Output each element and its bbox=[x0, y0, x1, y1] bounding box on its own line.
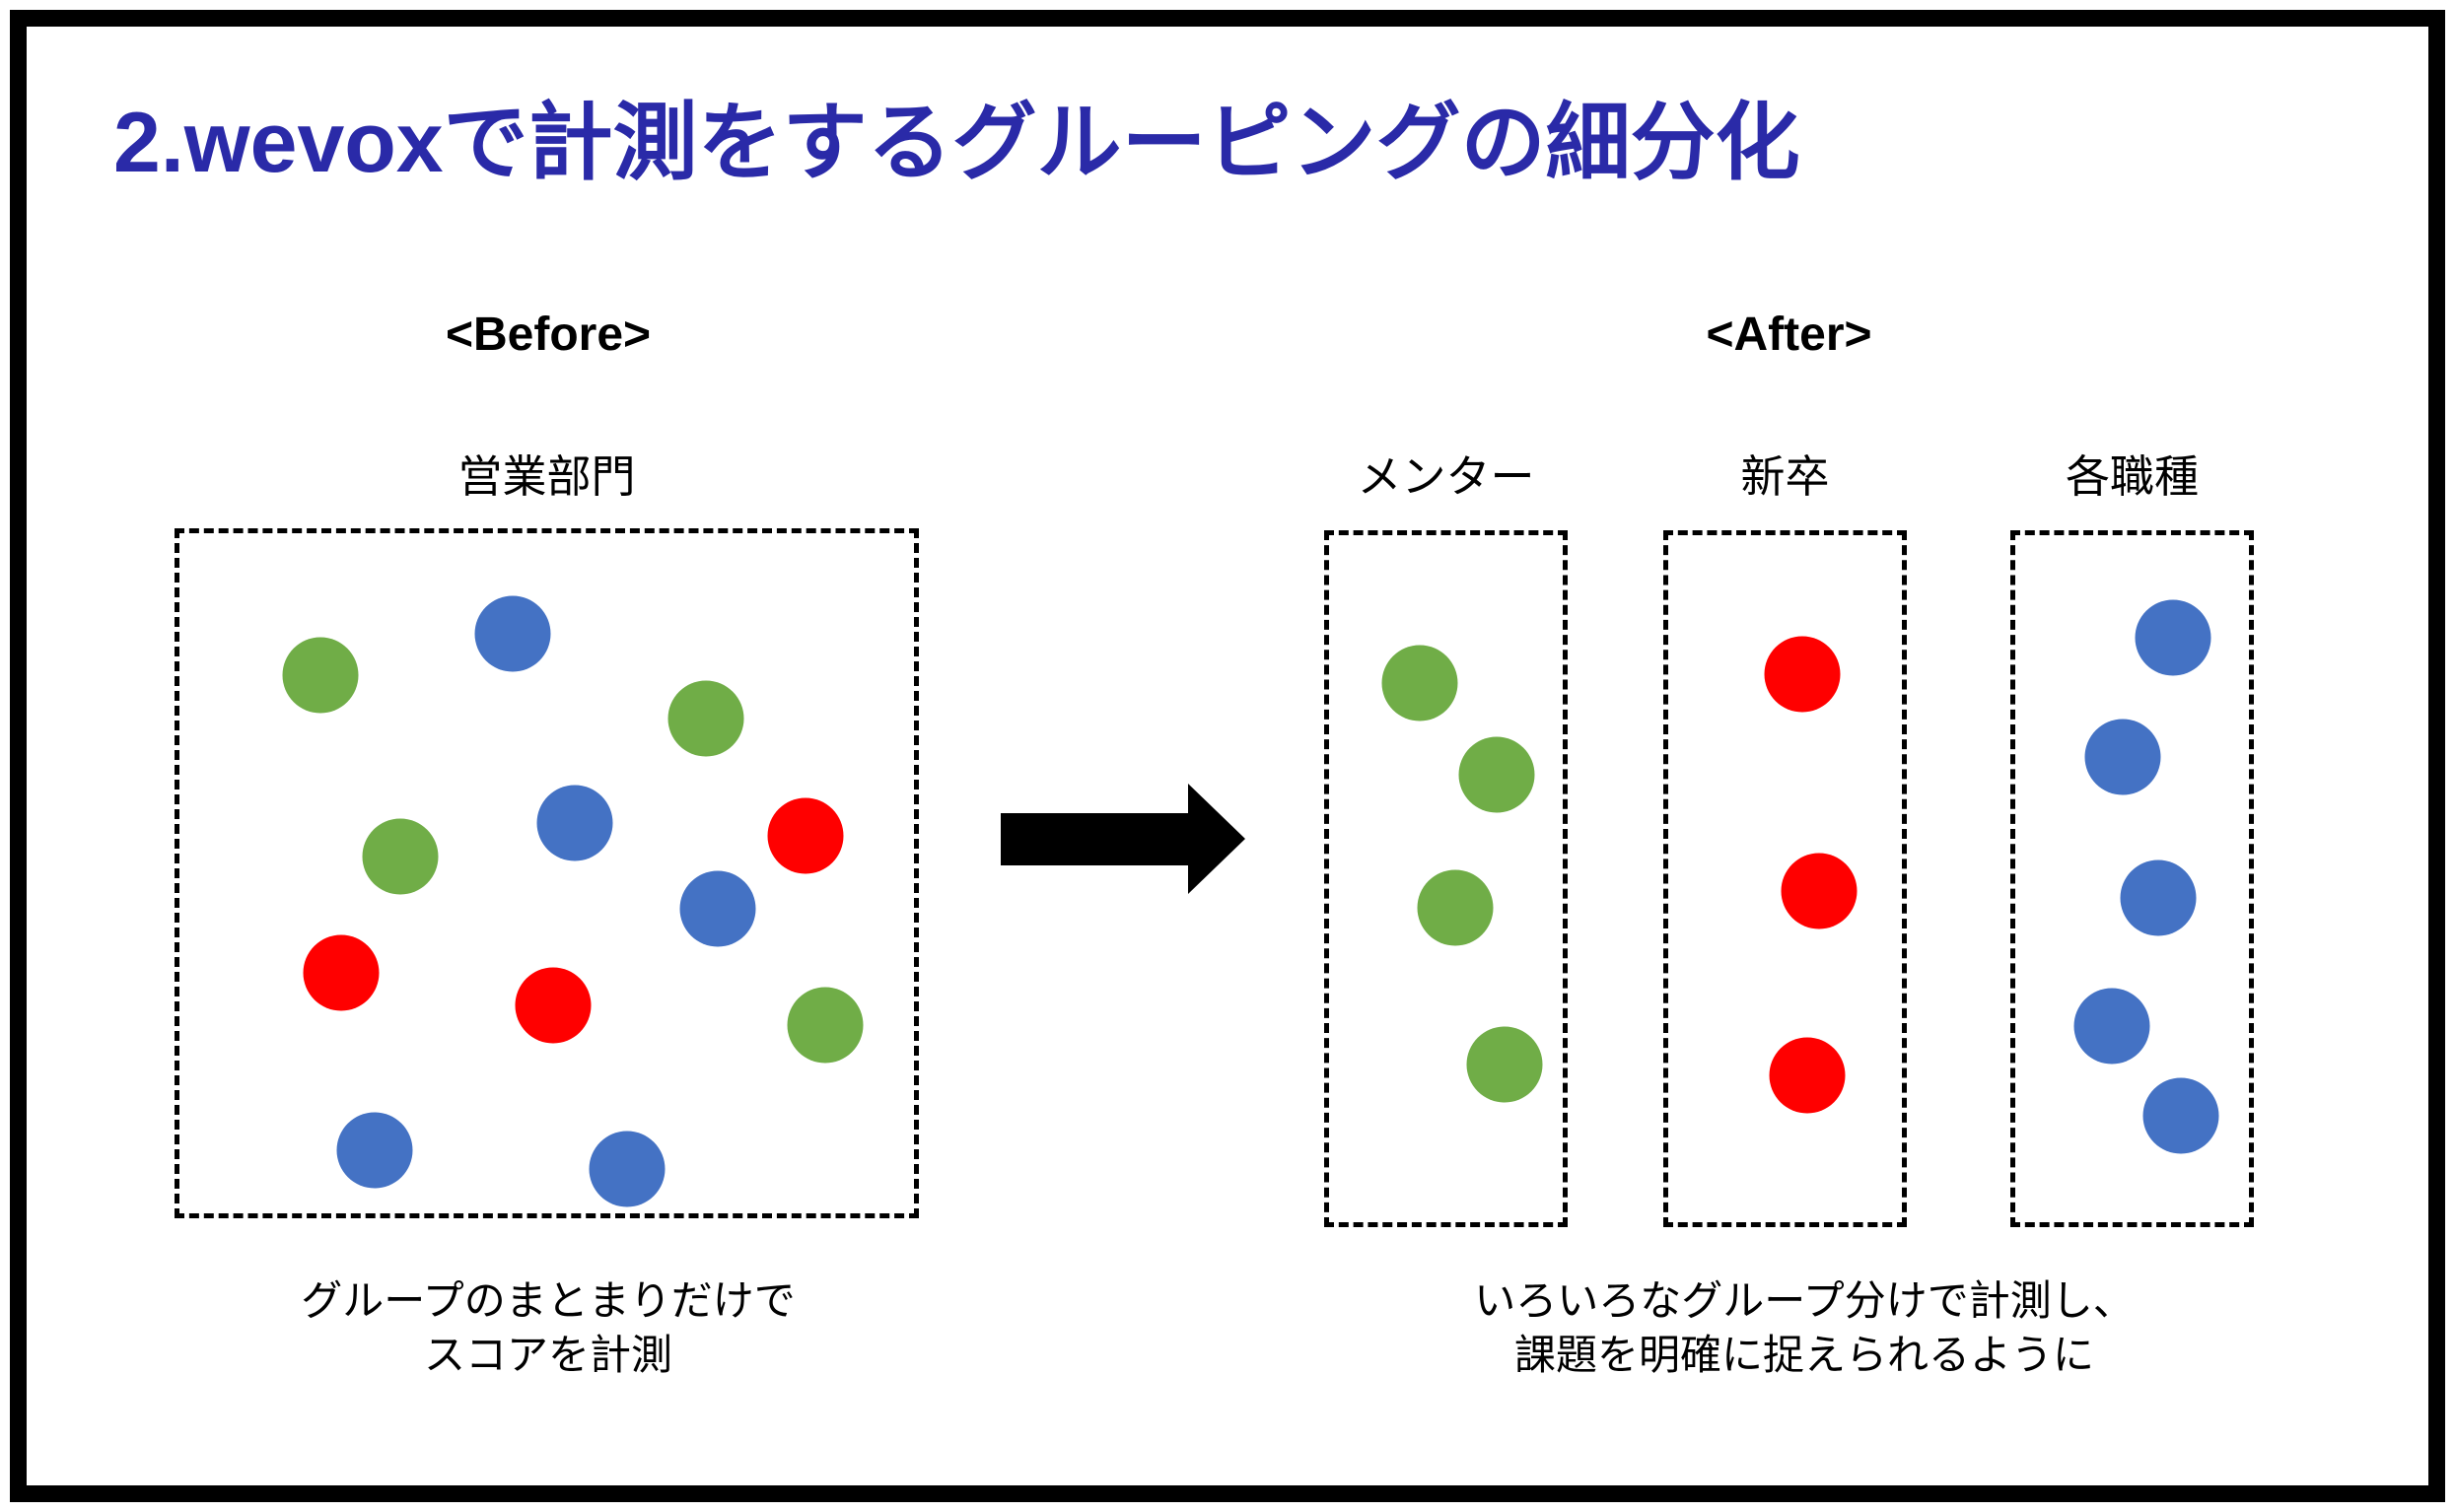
before-heading: <Before> bbox=[445, 309, 652, 361]
slide-border bbox=[10, 10, 2445, 1502]
blue-member-dot bbox=[474, 595, 551, 672]
before-caption-line2: スコアを計測 bbox=[423, 1332, 672, 1378]
after-group-label-shinsotsu: 新卒 bbox=[1740, 451, 1830, 502]
red-member-dot bbox=[515, 967, 592, 1044]
blue-member-dot bbox=[589, 1131, 666, 1207]
green-member-dot bbox=[1417, 869, 1494, 946]
after-group-box-mentor bbox=[1324, 530, 1568, 1227]
blue-member-dot bbox=[336, 1112, 413, 1189]
after-caption-line2: 課題を明確に捉えられるように bbox=[1513, 1332, 2094, 1378]
before-caption-line1: グループのまとまりだけで bbox=[301, 1277, 796, 1324]
blue-member-dot bbox=[679, 870, 756, 947]
blue-member-dot bbox=[2135, 599, 2211, 676]
red-member-dot bbox=[767, 797, 844, 874]
after-heading: <After> bbox=[1706, 309, 1872, 361]
after-caption-line1: いろいろなグループ分けで計測し、 bbox=[1474, 1277, 2135, 1324]
green-member-dot bbox=[1458, 736, 1535, 813]
blue-member-dot bbox=[2073, 988, 2150, 1065]
blue-member-dot bbox=[2142, 1077, 2219, 1154]
before-caption: グループのまとまりだけで スコアを計測 bbox=[175, 1273, 922, 1382]
green-member-dot bbox=[1381, 645, 1458, 722]
red-member-dot bbox=[1781, 853, 1858, 929]
after-group-label-mentor: メンター bbox=[1357, 451, 1535, 502]
green-member-dot bbox=[667, 680, 744, 757]
green-member-dot bbox=[787, 987, 864, 1064]
green-member-dot bbox=[282, 637, 359, 714]
after-group-box-shokushu bbox=[2010, 530, 2254, 1227]
green-member-dot bbox=[1466, 1026, 1543, 1103]
after-caption: いろいろなグループ分けで計測し、 課題を明確に捉えられるように bbox=[1341, 1273, 2268, 1382]
blue-member-dot bbox=[536, 785, 613, 861]
after-group-box-shinsotsu bbox=[1663, 530, 1907, 1227]
green-member-dot bbox=[362, 818, 439, 895]
after-group-label-shokushu: 各職種 bbox=[2065, 451, 2199, 502]
red-member-dot bbox=[1764, 636, 1841, 713]
before-group-box bbox=[175, 528, 919, 1218]
red-member-dot bbox=[303, 934, 380, 1011]
before-group-label: 営業部門 bbox=[457, 451, 636, 502]
page-title: 2.wevoxで計測をするグルーピングの細分化 bbox=[113, 96, 1800, 190]
red-member-dot bbox=[1769, 1037, 1846, 1114]
blue-member-dot bbox=[2120, 859, 2197, 936]
right-arrow-icon bbox=[1001, 784, 1245, 894]
blue-member-dot bbox=[2084, 719, 2161, 795]
